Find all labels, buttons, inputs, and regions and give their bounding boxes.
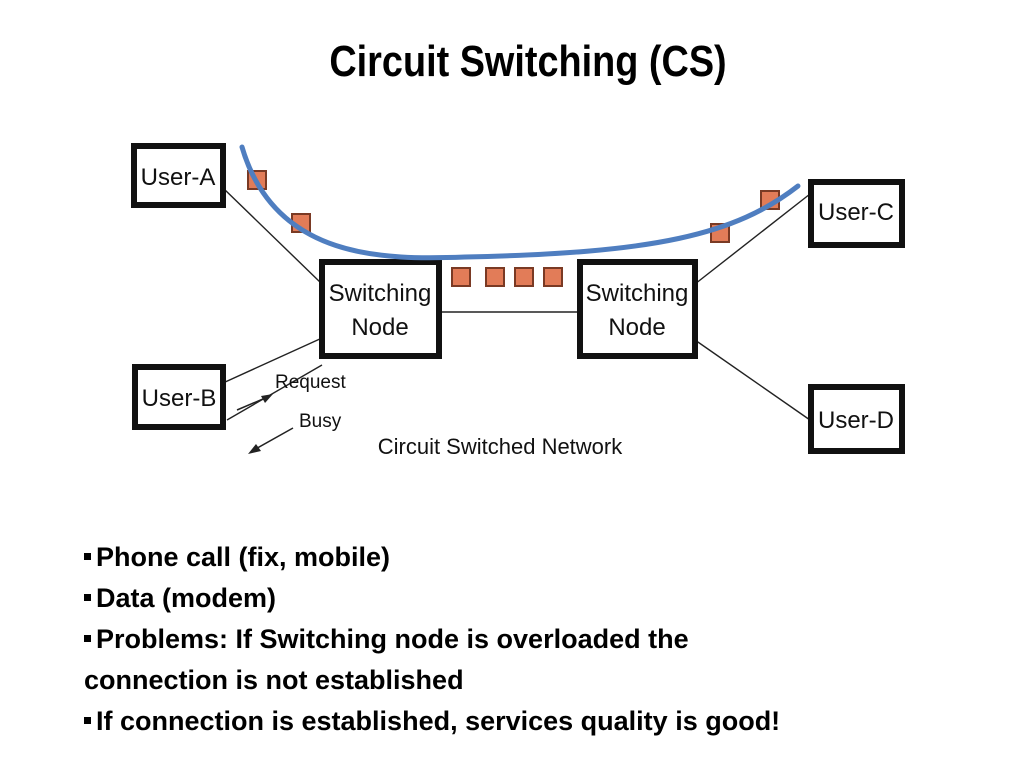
user-b-node: User-B: [132, 364, 226, 430]
busy-label: Busy: [299, 411, 342, 432]
diagram-caption: Circuit Switched Network: [378, 434, 624, 459]
user-c-label: User-C: [818, 199, 894, 226]
left-switching-node-label-line2: Node: [351, 314, 408, 341]
packet-block: [514, 267, 534, 287]
left-switching-node-label-line1: Switching: [329, 280, 432, 307]
diagram-canvas: User-A User-B User-C User-D Switching No…: [131, 143, 905, 459]
network-links: [222, 187, 811, 421]
bullet-item-problems: Problems: If Switching node is overloade…: [84, 619, 964, 660]
user-c-box: [808, 179, 905, 248]
user-c-node: User-C: [808, 179, 905, 248]
right-switching-node-label-line2: Node: [608, 314, 665, 341]
bullet-continuation-problems: connection is not established: [84, 660, 964, 701]
bullet-text-quality: If connection is established, services q…: [96, 706, 781, 736]
link-right-switch-user-d: [694, 339, 811, 421]
bullet-list: Phone call (fix, mobile) Data (modem) Pr…: [84, 537, 964, 742]
left-switching-node-box: [319, 259, 442, 359]
user-a-node: User-A: [131, 143, 226, 208]
slide-title: Circuit Switching (CS): [329, 37, 727, 86]
user-d-node: User-D: [808, 384, 905, 454]
user-b-label: User-B: [142, 385, 217, 412]
bullet-item-phone-call: Phone call (fix, mobile): [84, 537, 964, 578]
packet-block: [543, 267, 563, 287]
bullet-text-problems-continuation: connection is not established: [84, 665, 464, 695]
right-switching-node: Switching Node: [577, 259, 698, 359]
left-switching-node: Switching Node: [319, 259, 442, 359]
user-a-box: [131, 143, 226, 208]
bullet-text-phone-call: Phone call (fix, mobile): [96, 542, 391, 572]
user-b-box: [132, 364, 226, 430]
user-d-box: [808, 384, 905, 454]
bullet-item-data-modem: Data (modem): [84, 578, 964, 619]
busy-arrow-line: [251, 427, 294, 452]
link-user-b-left-switch: [222, 337, 323, 384]
circuit-switching-diagram: User-A User-B User-C User-D Switching No…: [125, 130, 925, 490]
packet-block: [451, 267, 471, 287]
request-arrow-icon: [236, 394, 273, 411]
busy-arrow-icon: [248, 427, 294, 454]
request-arrowhead-icon: [261, 394, 273, 403]
square-bullet-icon: [84, 594, 91, 601]
packet-block: [485, 267, 505, 287]
packet-blocks: [247, 170, 780, 287]
square-bullet-icon: [84, 553, 91, 560]
bullet-text-problems: Problems: If Switching node is overloade…: [96, 624, 689, 654]
link-right-switch-user-c: [694, 193, 811, 285]
right-switching-node-box: [577, 259, 698, 359]
busy-arrowhead-icon: [248, 444, 261, 454]
link-user-b-left-switch-secondary: [226, 364, 323, 421]
request-label: Request: [275, 372, 346, 393]
link-user-a-left-switch: [222, 187, 323, 285]
square-bullet-icon: [84, 717, 91, 724]
right-switching-node-label-line1: Switching: [586, 280, 689, 307]
user-d-label: User-D: [818, 407, 894, 434]
established-circuit-path: [239, 144, 801, 261]
bullet-text-data-modem: Data (modem): [96, 583, 277, 613]
user-a-label: User-A: [141, 164, 216, 191]
bullet-item-quality: If connection is established, services q…: [84, 701, 964, 742]
square-bullet-icon: [84, 635, 91, 642]
